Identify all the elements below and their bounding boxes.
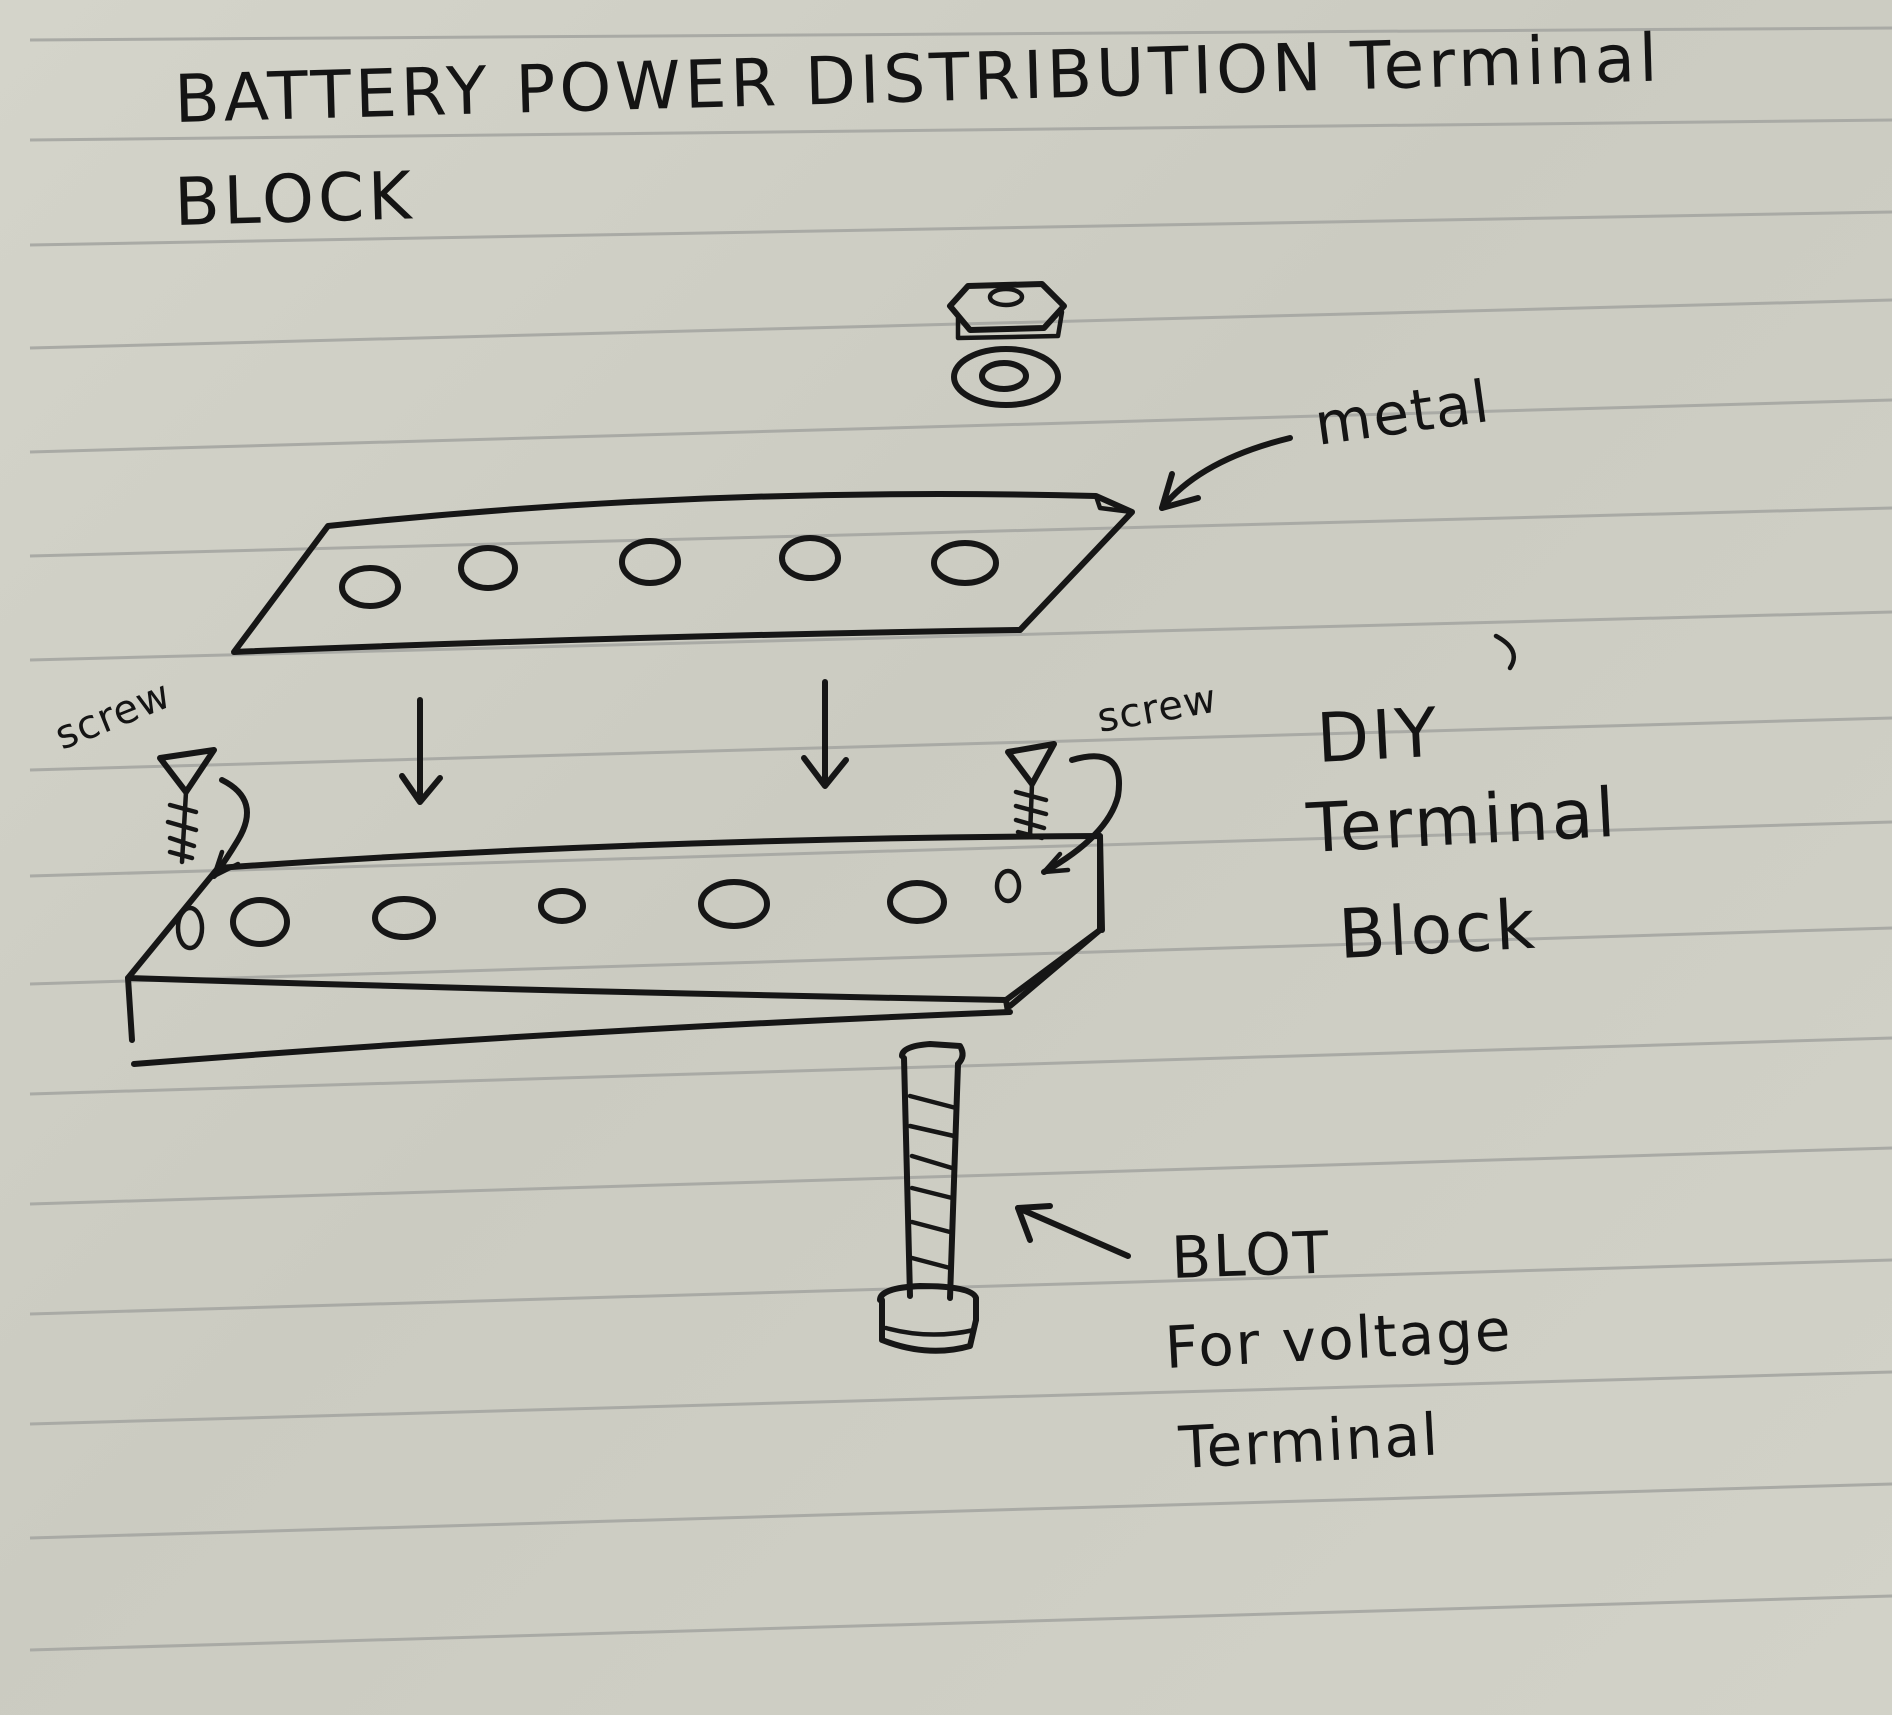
plate-hole bbox=[458, 545, 518, 591]
stray-mark bbox=[1493, 633, 1516, 671]
screw-label-left: screw bbox=[49, 671, 178, 759]
block-hole bbox=[230, 897, 290, 947]
page-title-line2: BLOCK bbox=[173, 157, 416, 241]
metal-label: metal bbox=[1310, 367, 1494, 459]
bolt-label-line2: For voltage bbox=[1163, 1296, 1514, 1382]
block-holes bbox=[175, 868, 1022, 951]
block-hole bbox=[372, 896, 436, 940]
plate-hole bbox=[619, 538, 681, 586]
terminal-block-body bbox=[125, 833, 1105, 1067]
metal-pointer-arrow bbox=[1159, 435, 1293, 511]
bolt-label-line1: BLOT bbox=[1170, 1218, 1331, 1292]
diy-label-line3: Block bbox=[1337, 886, 1540, 975]
screw-right bbox=[1005, 741, 1122, 875]
bolt-pointer-arrow bbox=[1015, 1203, 1131, 1259]
assembly-arrow-right bbox=[801, 679, 849, 789]
diy-label-line2: Terminal bbox=[1304, 774, 1620, 869]
assembly-arrow-left bbox=[399, 697, 443, 805]
block-hole bbox=[887, 880, 947, 924]
plate-holes bbox=[339, 535, 999, 609]
plate-hole bbox=[339, 565, 401, 609]
nut-and-washer bbox=[947, 281, 1067, 408]
diy-label-line1: DIY bbox=[1315, 694, 1442, 779]
block-hole bbox=[538, 888, 586, 924]
metal-bus-plate bbox=[231, 491, 1135, 655]
block-hole bbox=[175, 905, 205, 951]
block-hole bbox=[994, 868, 1022, 904]
plate-hole bbox=[931, 540, 999, 586]
plate-hole bbox=[779, 535, 841, 581]
screw-label-right: screw bbox=[1094, 676, 1221, 742]
screw-left bbox=[157, 747, 250, 879]
block-hole bbox=[698, 879, 770, 929]
bolt bbox=[877, 1041, 979, 1354]
bolt-label-line3: Terminal bbox=[1176, 1400, 1441, 1482]
